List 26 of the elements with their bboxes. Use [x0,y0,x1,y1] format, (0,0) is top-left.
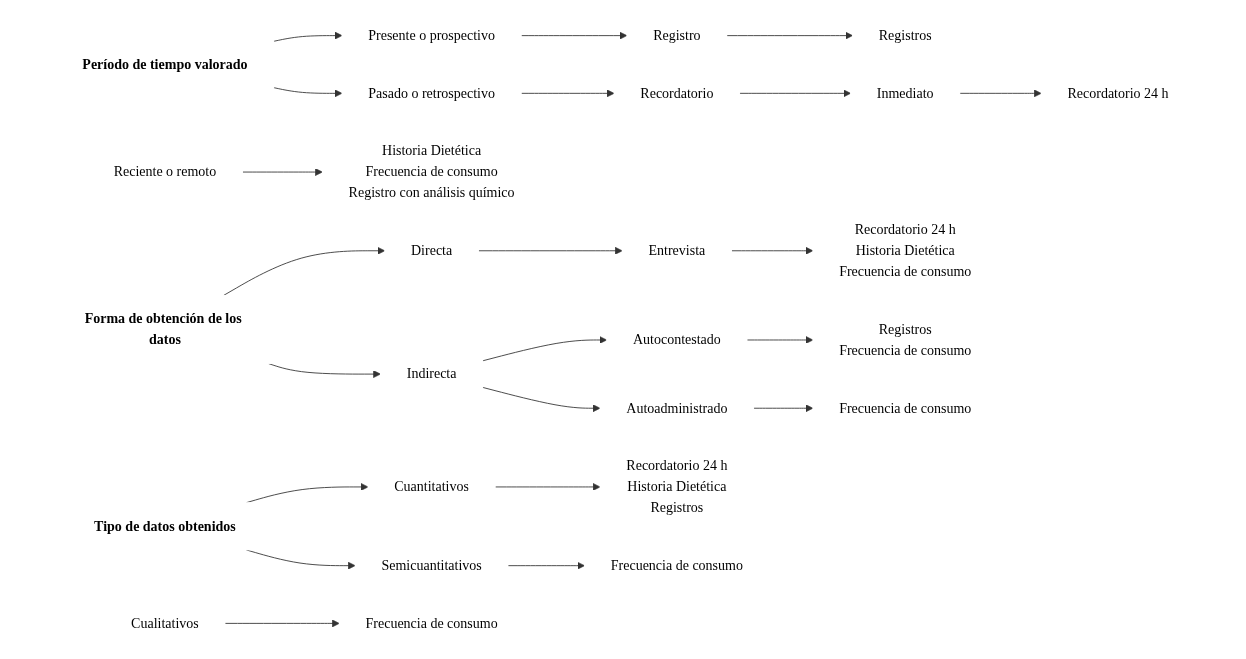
node-text: Forma de obtención de los datos [84,311,242,347]
node-text: Pasado o retrospectivo [368,85,495,101]
node-text: Recordatorio 24 h [1067,85,1169,101]
node-text: Inmediato [876,85,934,101]
node-text: Historia Dietética Frecuencia de consumo Registro con análisis químico [348,143,515,201]
node-text: Indirecta [406,366,457,382]
node-text: Directa [411,242,453,258]
node-text: Frecuencia de consumo [839,400,972,416]
node-text: Frecuencia de consumo [365,615,498,631]
node-text: Período de tiempo valorado [82,56,248,72]
node-text: Autoadministrado [626,400,728,416]
node-text: Registros [878,27,932,43]
node-text: Recordatorio [640,85,714,101]
node-text: Semicuantitativos [381,557,482,573]
node-text: Frecuencia de consumo [610,557,743,573]
node-text: Registro [653,27,701,43]
node-text: Cualitativos [131,615,199,631]
node-text: Autocontestado [632,332,721,347]
node-text: Reciente o remoto [113,164,217,180]
node-text: Cuantitativos [394,479,469,494]
node-text: Recordatorio 24 h Historia Dietética Registros [626,458,728,515]
node-text: Presente o prospectivo [368,27,495,43]
node-text: Entrevista [648,242,706,258]
node-text: Tipo de datos obtenidos [94,518,236,534]
node-text: Recordatorio 24 h Historia Dietética Frecuencia de consumo [839,221,972,279]
node-text: Registros Frecuencia de consumo [839,321,972,358]
